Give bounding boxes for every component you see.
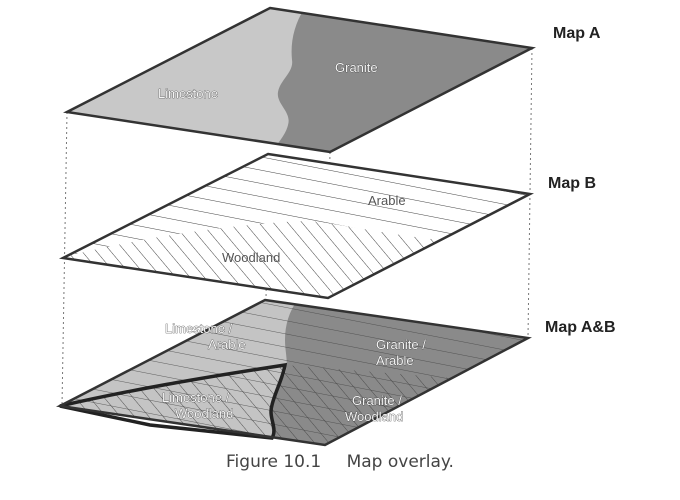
limestone-woodland-label: Limestone / Woodland	[162, 390, 234, 422]
svg-text:Woodland: Woodland	[345, 409, 403, 424]
figure-title: Map overlay.	[346, 452, 454, 472]
svg-text:Granite /: Granite /	[352, 393, 402, 408]
map-b-layer: Arable Woodland	[58, 152, 535, 300]
map-ab-layer: Limestone / Arable Granite / Arable Lime…	[55, 298, 532, 447]
limestone-arable-label: Limestone / Arable	[165, 321, 246, 353]
svg-text:Woodland: Woodland	[175, 406, 233, 421]
figure-number: Figure 10.1	[226, 452, 322, 472]
arable-label: Arable	[368, 193, 406, 208]
granite-woodland-label: Granite / Woodland	[345, 393, 404, 425]
limestone-label: Limestone	[158, 86, 218, 101]
svg-text:Arable: Arable	[208, 337, 246, 352]
figure-caption: Figure 10.1 Map overlay.	[0, 452, 680, 472]
granite-arable-label: Granite / Arable	[376, 337, 427, 369]
granite-region	[268, 8, 532, 152]
map-b-title: Map B	[548, 175, 596, 192]
svg-text:Arable: Arable	[376, 353, 414, 368]
svg-text:Limestone /: Limestone /	[165, 321, 233, 336]
woodland-label: Woodland	[222, 250, 280, 265]
svg-text:Limestone /: Limestone /	[162, 390, 230, 405]
granite-label: Granite	[335, 60, 378, 75]
map-ab-title: Map A&B	[545, 319, 616, 336]
svg-text:Granite /: Granite /	[376, 337, 426, 352]
map-a-title: Map A	[553, 25, 601, 42]
